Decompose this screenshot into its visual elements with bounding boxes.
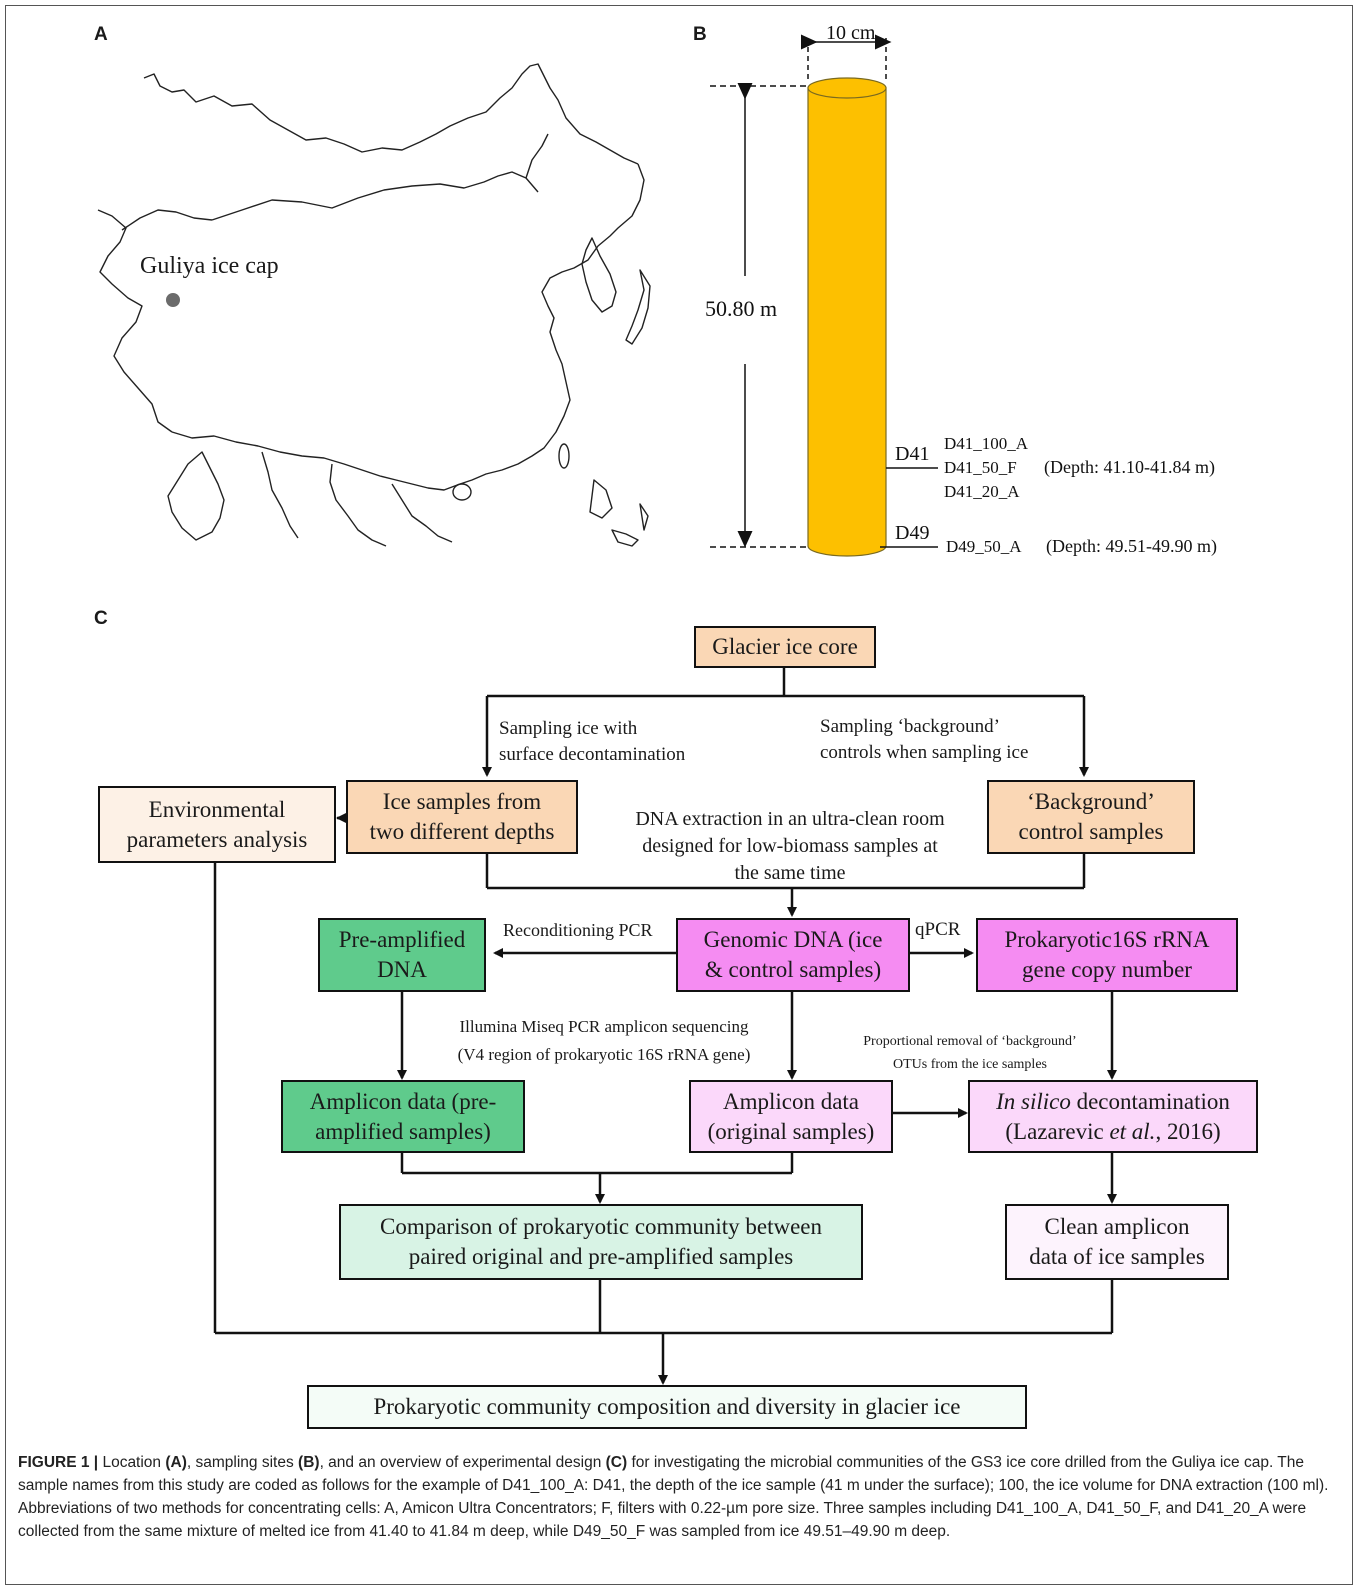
label-sampling-ice: Sampling ice with surface decontaminatio…	[499, 718, 686, 765]
label-sampling-background: Sampling ‘background’ controls when samp…	[820, 716, 1029, 763]
panel-label-b: B	[693, 24, 707, 45]
caption-p1: Location	[98, 1454, 166, 1471]
ice-core-diagram: 10 cm 50.80 m D41 D41_100_A D41_50_F D41…	[705, 22, 1217, 557]
d49-depth: (Depth: 49.51-49.90 m)	[1046, 536, 1217, 557]
box-prokaryotic-16s: Prokaryotic16S rRNA gene copy number	[976, 918, 1238, 992]
box-glacier-ice-core: Glacier ice core	[694, 626, 876, 668]
ice-core-cylinder	[807, 87, 887, 557]
lazarevic-etal: et al.	[1109, 1118, 1156, 1144]
figure-caption: FIGURE 1 | Location (A), sampling sites …	[18, 1451, 1340, 1543]
panel-label-c: C	[94, 608, 108, 629]
label-reconditioning-pcr: Reconditioning PCR	[503, 920, 653, 940]
core-width-label: 10 cm	[826, 22, 876, 44]
core-length-label: 50.80 m	[705, 296, 777, 321]
lazarevic-a: (Lazarevic	[1005, 1118, 1110, 1144]
box-genomic-dna: Genomic DNA (ice & control samples)	[676, 918, 910, 992]
insilico-rest: decontamination	[1070, 1088, 1230, 1114]
caption-p2: , sampling sites	[186, 1454, 299, 1471]
box-amplicon-preamplified: Amplicon data (pre- amplified samples)	[281, 1080, 525, 1153]
caption-p4: for investigating the microbial communit…	[18, 1454, 1329, 1540]
box-ice-samples: Ice samples from two different depths	[346, 780, 578, 854]
d41-sample-2: D41_50_F	[944, 458, 1017, 477]
map-taiwan	[558, 443, 570, 469]
guliya-site-marker	[166, 293, 180, 307]
box-background-controls: ‘Background’ control samples	[987, 780, 1195, 854]
insilico-line: In silico decontamination	[996, 1087, 1230, 1117]
caption-p3: , and an overview of experimental design	[319, 1454, 606, 1471]
map-japan	[625, 269, 651, 345]
flow-connectors	[213, 665, 1117, 1385]
lazarevic-c: , 2016)	[1155, 1118, 1221, 1144]
caption-a: (A)	[165, 1454, 187, 1471]
map-india	[167, 451, 225, 541]
box-in-silico-decontamination: In silico decontamination (Lazarevic et …	[968, 1080, 1258, 1153]
d41-sample-1: D41_100_A	[944, 434, 1029, 453]
lazarevic-line: (Lazarevic et al., 2016)	[1005, 1117, 1220, 1147]
box-clean-amplicon: Clean amplicon data of ice samples	[1005, 1204, 1229, 1280]
map-korea	[581, 237, 617, 313]
caption-fig-label: FIGURE 1 |	[18, 1454, 99, 1471]
map-site-label: Guliya ice cap	[140, 253, 279, 279]
label-dna-extraction: DNA extraction in an ultra-clean room de…	[635, 808, 945, 884]
china-outline-map: Guliya ice cap	[97, 63, 651, 547]
d41-sample-3: D41_20_A	[944, 482, 1020, 501]
box-final-outcome: Prokaryotic community composition and di…	[307, 1385, 1027, 1429]
label-illumina-sequencing: Illumina Miseq PCR amplicon sequencing (…	[457, 1017, 751, 1064]
map-hainan	[452, 483, 472, 501]
box-amplicon-original: Amplicon data (original samples)	[689, 1080, 893, 1153]
label-proportional-removal: Proportional removal of ‘background’ OTU…	[863, 1034, 1077, 1072]
map-west-border	[97, 209, 173, 433]
box-environmental-parameters: Environmental parameters analysis	[98, 786, 336, 863]
panel-label-a: A	[94, 24, 108, 45]
map-south-border	[171, 431, 461, 491]
caption-c: (C)	[605, 1454, 628, 1471]
d49-tag: D49	[895, 522, 929, 544]
map-mongolia-border	[211, 171, 539, 221]
map-northeast-border	[459, 163, 645, 485]
d41-tag: D41	[895, 443, 929, 465]
d49-sample: D49_50_A	[946, 537, 1022, 556]
box-preamplified-dna: Pre-amplified DNA	[318, 918, 486, 992]
d41-depth: (Depth: 41.10-41.84 m)	[1044, 457, 1215, 478]
box-comparison: Comparison of prokaryotic community betw…	[339, 1204, 863, 1280]
figure-frame	[5, 5, 1353, 1585]
label-qpcr: qPCR	[915, 919, 961, 940]
insilico-italic: In silico	[996, 1088, 1071, 1114]
caption-b: (B)	[298, 1454, 320, 1471]
map-north-border	[143, 63, 639, 165]
